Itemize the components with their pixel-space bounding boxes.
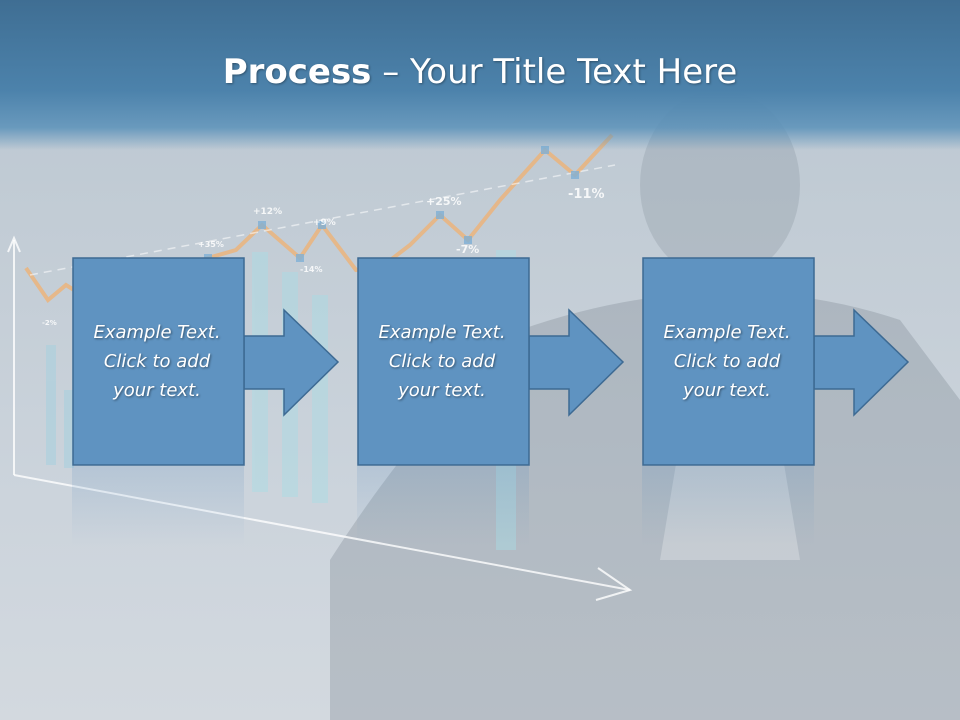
- step-reflection: [357, 466, 529, 546]
- step-reflection: [72, 466, 244, 546]
- step-arrow: [243, 308, 340, 417]
- step-arrow-shape: [357, 257, 625, 466]
- process-step-2[interactable]: Example Text. Click to add your text.: [357, 257, 627, 467]
- step-arrow-shape: [72, 257, 340, 466]
- chart-marker: [296, 254, 304, 262]
- step-arrow: [813, 308, 910, 417]
- chart-value-label: -7%: [456, 243, 479, 256]
- step-box: [72, 257, 245, 466]
- process-step-1[interactable]: Example Text. Click to add your text.: [72, 257, 342, 467]
- chart-marker: [258, 221, 266, 229]
- step-arrow-shape: [642, 257, 910, 466]
- step-text[interactable]: Example Text. Click to add your text.: [663, 321, 791, 401]
- chart-marker: [318, 221, 326, 229]
- chart-markers: [204, 146, 579, 262]
- chart-value-label: -2%: [42, 319, 57, 327]
- slide-title[interactable]: Process – Your Title Text Here: [0, 52, 960, 92]
- chart-marker: [541, 146, 549, 154]
- chart-value-label: +35%: [198, 240, 224, 249]
- chart-marker: [436, 211, 444, 219]
- step-box: [642, 257, 815, 466]
- chart-value-label: -11%: [568, 187, 605, 202]
- chart-bar: [46, 345, 56, 465]
- title-bold: Process: [222, 52, 372, 92]
- chart-bar: [64, 390, 74, 468]
- step-text[interactable]: Example Text. Click to add your text.: [93, 321, 221, 401]
- chart-value-label: +12%: [253, 207, 282, 217]
- chart-value-label: +9%: [313, 218, 336, 228]
- chart-x-axis: [13, 474, 631, 591]
- chart-marker: [571, 171, 579, 179]
- title-rest: – Your Title Text Here: [371, 52, 738, 92]
- title-band: [0, 0, 960, 150]
- chart-guide-line: [29, 164, 616, 276]
- step-text[interactable]: Example Text. Click to add your text.: [378, 321, 506, 401]
- step-box: [357, 257, 530, 466]
- process-step-3[interactable]: Example Text. Click to add your text.: [642, 257, 912, 467]
- step-reflection: [642, 466, 814, 546]
- chart-marker: [464, 236, 472, 244]
- step-arrow: [528, 308, 625, 417]
- chart-value-label: -14%: [300, 265, 322, 274]
- chart-value-label: +25%: [426, 195, 462, 208]
- chart-y-axis-arrow: [7, 235, 21, 253]
- chart-x-axis-arrow: [595, 567, 633, 601]
